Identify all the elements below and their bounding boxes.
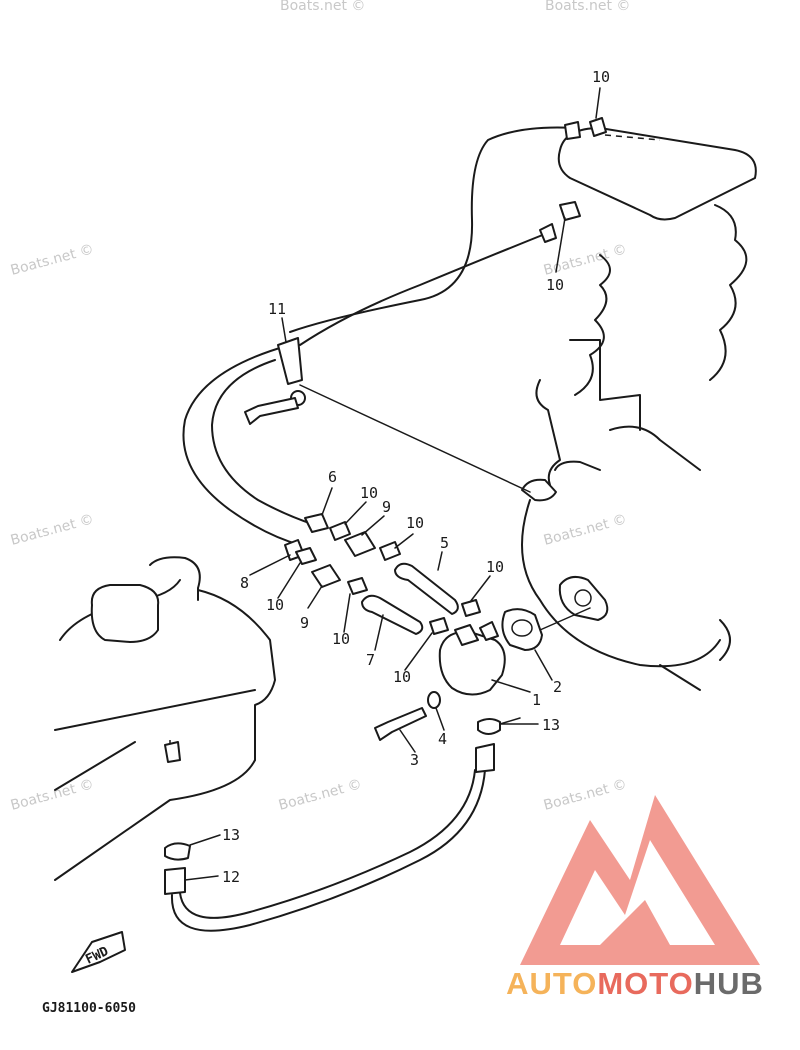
watermark: Boats.net © bbox=[9, 241, 96, 279]
callout-3: 3 bbox=[410, 751, 419, 769]
watermark: Boats.net © bbox=[545, 0, 630, 14]
radiator-tank bbox=[54, 556, 276, 881]
callout-4: 4 bbox=[438, 730, 447, 748]
long-hoses bbox=[182, 344, 329, 561]
callout-8: 8 bbox=[240, 574, 249, 592]
callout-7: 7 bbox=[366, 651, 375, 669]
watermark: Boats.net © bbox=[277, 776, 364, 814]
callout-5: 5 bbox=[440, 534, 449, 552]
watermark: Boats.net © bbox=[9, 511, 96, 549]
automotohub-logo-mark bbox=[520, 795, 760, 965]
watermark: Boats.net © bbox=[542, 241, 629, 279]
callout-2: 2 bbox=[553, 678, 562, 696]
engine-block bbox=[521, 127, 757, 691]
callout-10: 10 bbox=[406, 514, 424, 532]
watermark: Boats.net © bbox=[542, 511, 629, 549]
lower-hose-12 bbox=[164, 743, 495, 932]
watermark: Boats.net © bbox=[280, 0, 365, 14]
housing-assembly bbox=[374, 607, 591, 741]
callout-13: 13 bbox=[222, 826, 240, 844]
watermark: Boats.net © bbox=[542, 776, 629, 814]
watermark: Boats.net © bbox=[9, 776, 96, 814]
small-clamps bbox=[295, 117, 607, 635]
callout-10: 10 bbox=[266, 596, 284, 614]
logo-text-auto: AUTO bbox=[506, 966, 598, 1001]
logo-text-hub: HUB bbox=[693, 966, 764, 1001]
callout-13: 13 bbox=[542, 716, 560, 734]
callout-10: 10 bbox=[592, 68, 610, 86]
callout-9: 9 bbox=[382, 498, 391, 516]
upper-hose bbox=[289, 121, 581, 346]
automotohub-logo-text: AUTOMOTOHUB bbox=[470, 966, 800, 1002]
callout-9: 9 bbox=[300, 614, 309, 632]
part-code: GJ81100-6050 bbox=[42, 1001, 136, 1016]
callout-10: 10 bbox=[486, 558, 504, 576]
callout-1: 1 bbox=[532, 691, 541, 709]
callout-10: 10 bbox=[360, 484, 378, 502]
callout-11: 11 bbox=[268, 300, 286, 318]
callout-10: 10 bbox=[393, 668, 411, 686]
callout-10: 10 bbox=[332, 630, 350, 648]
fittings-and-hoses bbox=[311, 531, 459, 635]
hose-clamp-11 bbox=[244, 337, 531, 493]
fwd-arrow-icon: FWD bbox=[71, 931, 126, 973]
leader-lines bbox=[184, 87, 601, 881]
callout-6: 6 bbox=[328, 468, 337, 486]
logo-text-moto: MOTO bbox=[597, 966, 694, 1001]
callouts: 10 10 11 6 10 9 10 5 10 8 10 9 10 7 10 2… bbox=[222, 68, 610, 886]
callout-10: 10 bbox=[546, 276, 564, 294]
callout-12: 12 bbox=[222, 868, 240, 886]
